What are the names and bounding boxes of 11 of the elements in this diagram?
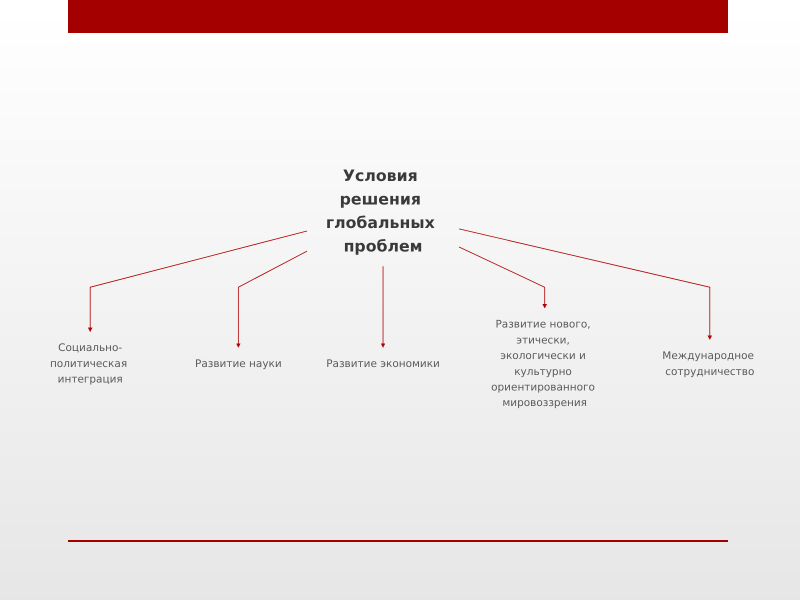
node-text: Развитие нового, этически, экологически и культурно ориентированного мировоззрения	[491, 318, 595, 410]
arrow	[88, 230, 308, 332]
arrow	[458, 246, 547, 309]
node-text: Условия решения глобальных проблем	[326, 166, 435, 256]
node-text: Развитие экономики	[326, 357, 440, 370]
node-text: Развитие науки	[195, 357, 282, 370]
arrow	[458, 228, 712, 340]
node-text: Социально-политическая интеграция	[50, 341, 128, 386]
node-text: Международное сотрудничество	[662, 349, 754, 378]
arrow	[380, 266, 386, 348]
arrow	[236, 251, 308, 348]
